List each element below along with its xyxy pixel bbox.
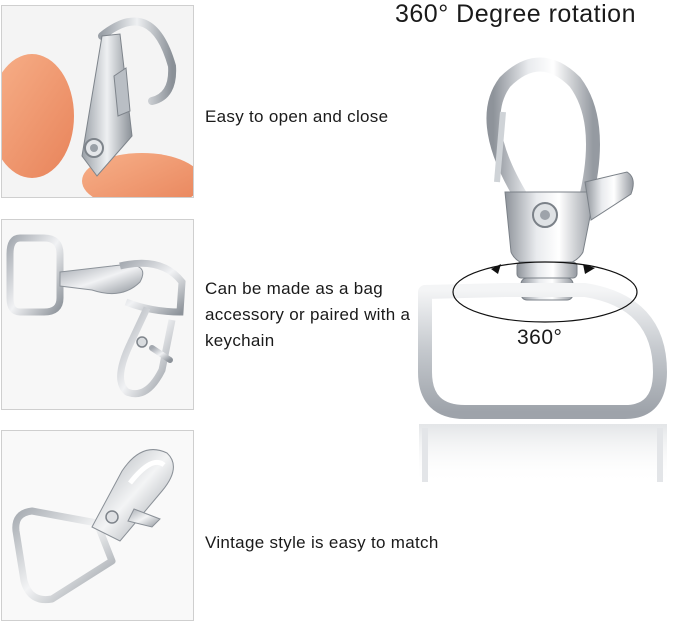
page-title: 360° Degree rotation <box>395 0 636 28</box>
feature-caption-1: Easy to open and close <box>205 107 389 126</box>
feature-caption-3: Vintage style is easy to match <box>205 533 439 552</box>
feature-image-vintage <box>1 430 194 621</box>
large-clasp-illustration <box>418 57 667 484</box>
clasp-d-ring-illustration <box>12 449 174 604</box>
feature-image-bag-accessory <box>1 219 194 410</box>
rotation-degree-label: 360° <box>517 326 563 349</box>
feature-caption-2: Can be made as a bag accessory or paired… <box>205 279 411 350</box>
feature-image-open-close <box>1 5 194 198</box>
hand-clasp-illustration <box>2 17 193 197</box>
clasps-illustration <box>6 234 186 398</box>
